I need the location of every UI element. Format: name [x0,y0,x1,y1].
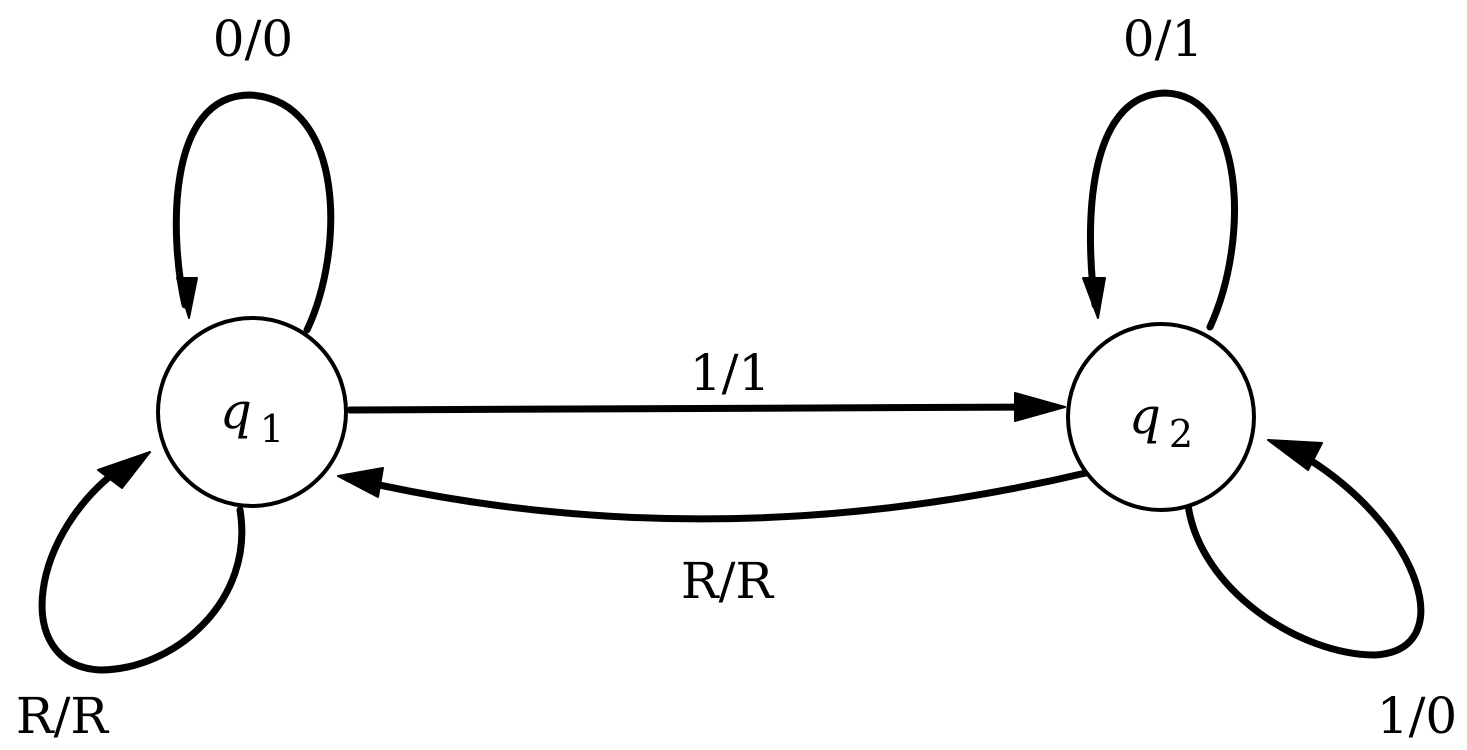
state-q1-subscript: 1 [260,407,284,451]
arrowhead-q2-self-top [1082,277,1106,319]
arrowhead-q2-to-q1 [337,467,384,498]
label-q2-self-bottom: 1/0 [1377,687,1457,745]
arrowhead-q1-self-top [176,277,198,319]
arrowhead-q1-to-q2 [1014,392,1066,422]
arrowhead-q2-self-bottom [1267,439,1323,471]
state-q2-circle [1066,322,1256,512]
state-q2-symbol: q [1129,387,1161,445]
edge-q2-to-q1 [366,468,1094,523]
edge-q1-to-q2 [346,403,1039,414]
edge-q1-self-bottom [38,461,246,674]
edge-q2-self-top [1086,89,1238,331]
state-q1-symbol: q [220,382,252,440]
state-q1-circle [156,316,348,508]
label-q2-to-q1: R/R [681,552,774,610]
label-q1-to-q2: 1/1 [690,344,770,402]
label-q1-self-bottom: R/R [16,687,109,745]
label-q2-self-top: 0/1 [1123,10,1203,68]
state-q2-subscript: 2 [1169,412,1193,456]
label-q1-self-top: 0/0 [213,10,293,68]
edge-q1-self-top [172,91,335,334]
edge-q2-self-bottom [1184,456,1425,659]
arrowhead-q1-self-bottom [97,451,151,489]
